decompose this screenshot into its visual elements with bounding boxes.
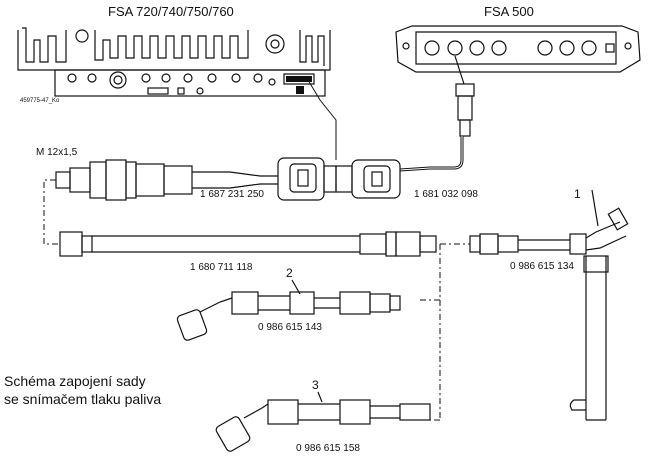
adapter-label-2: 0 986 615 143 — [258, 322, 322, 333]
adapter-label-1: 0 986 615 134 — [510, 261, 574, 272]
adapter-2 — [176, 279, 401, 341]
fsa7xx-unit — [17, 27, 331, 97]
caption-line-2: se snímačem tlaku paliva — [4, 391, 161, 407]
pressure-sensor — [55, 159, 278, 201]
fsa7xx-cable — [307, 79, 337, 160]
cable-label-2: 1 681 032 098 — [414, 189, 478, 200]
callout-2: 2 — [286, 266, 293, 280]
fsa500-cable — [399, 55, 475, 172]
adapter-1 — [469, 189, 629, 421]
connector-1681032098 — [335, 159, 401, 199]
adapter-3 — [215, 391, 431, 452]
caption-line-1: Schéma zapojení sady — [4, 373, 146, 389]
drawing-id-label: 459775-47_Ko — [20, 98, 60, 104]
main-hose — [59, 231, 437, 257]
connector-1687231250 — [277, 157, 337, 201]
fsa500-title: FSA 500 — [484, 4, 534, 19]
callout-1: 1 — [574, 187, 581, 201]
hose-label-main: 1 680 711 118 — [190, 262, 253, 273]
connection-lines — [43, 179, 470, 421]
fsa500-unit — [395, 25, 641, 73]
cable-label-1: 1 687 231 250 — [200, 189, 264, 200]
adapter-label-3: 0 986 615 158 — [296, 443, 360, 454]
fsa7xx-title: FSA 720/740/750/760 — [108, 4, 234, 19]
callout-3: 3 — [312, 378, 319, 392]
thread-label: M 12x1,5 — [36, 147, 78, 158]
